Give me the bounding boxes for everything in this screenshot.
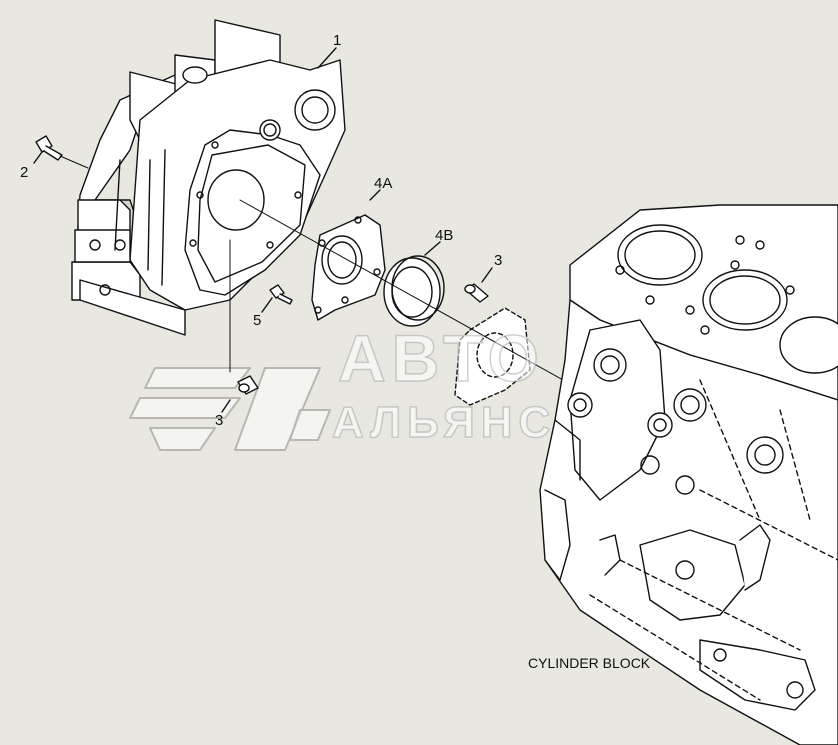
leader-line-4a [369,189,381,201]
leader-line-2b [59,155,89,169]
watermark-text-top: АВТО [337,320,545,396]
leader-line-3-left [221,399,231,413]
rear-plate-gasket [454,307,531,406]
dowel-pin-left [237,375,259,395]
center-alignment-line [239,199,591,396]
callout-4a: 4A [374,175,393,192]
flywheel-housing [71,19,346,336]
leader-line-4b [424,241,441,256]
callout-3-left: 3 [215,412,224,429]
seal-retainer-4a [311,214,386,321]
leader-line-2 [33,151,43,164]
callout-5: 5 [253,312,262,329]
callout-3-right: 3 [494,252,503,269]
oil-seal-4b [383,255,445,327]
leader-line-3-right [481,267,493,283]
callout-4b: 4B [435,227,454,244]
watermark-text-bottom: АЛЬЯНС [331,397,557,448]
cylinder-block-label: CYLINDER BLOCK [528,655,651,671]
cylinder-block [539,204,838,745]
callout-2: 2 [20,164,29,181]
callout-1: 1 [333,32,342,49]
leader-line-1 [317,47,337,69]
bolt-part-5 [269,284,293,305]
dowel-pin-right [464,283,489,303]
bolt-part-2 [35,135,63,161]
watermark-logo [129,367,331,451]
leader-line-5 [261,297,273,313]
